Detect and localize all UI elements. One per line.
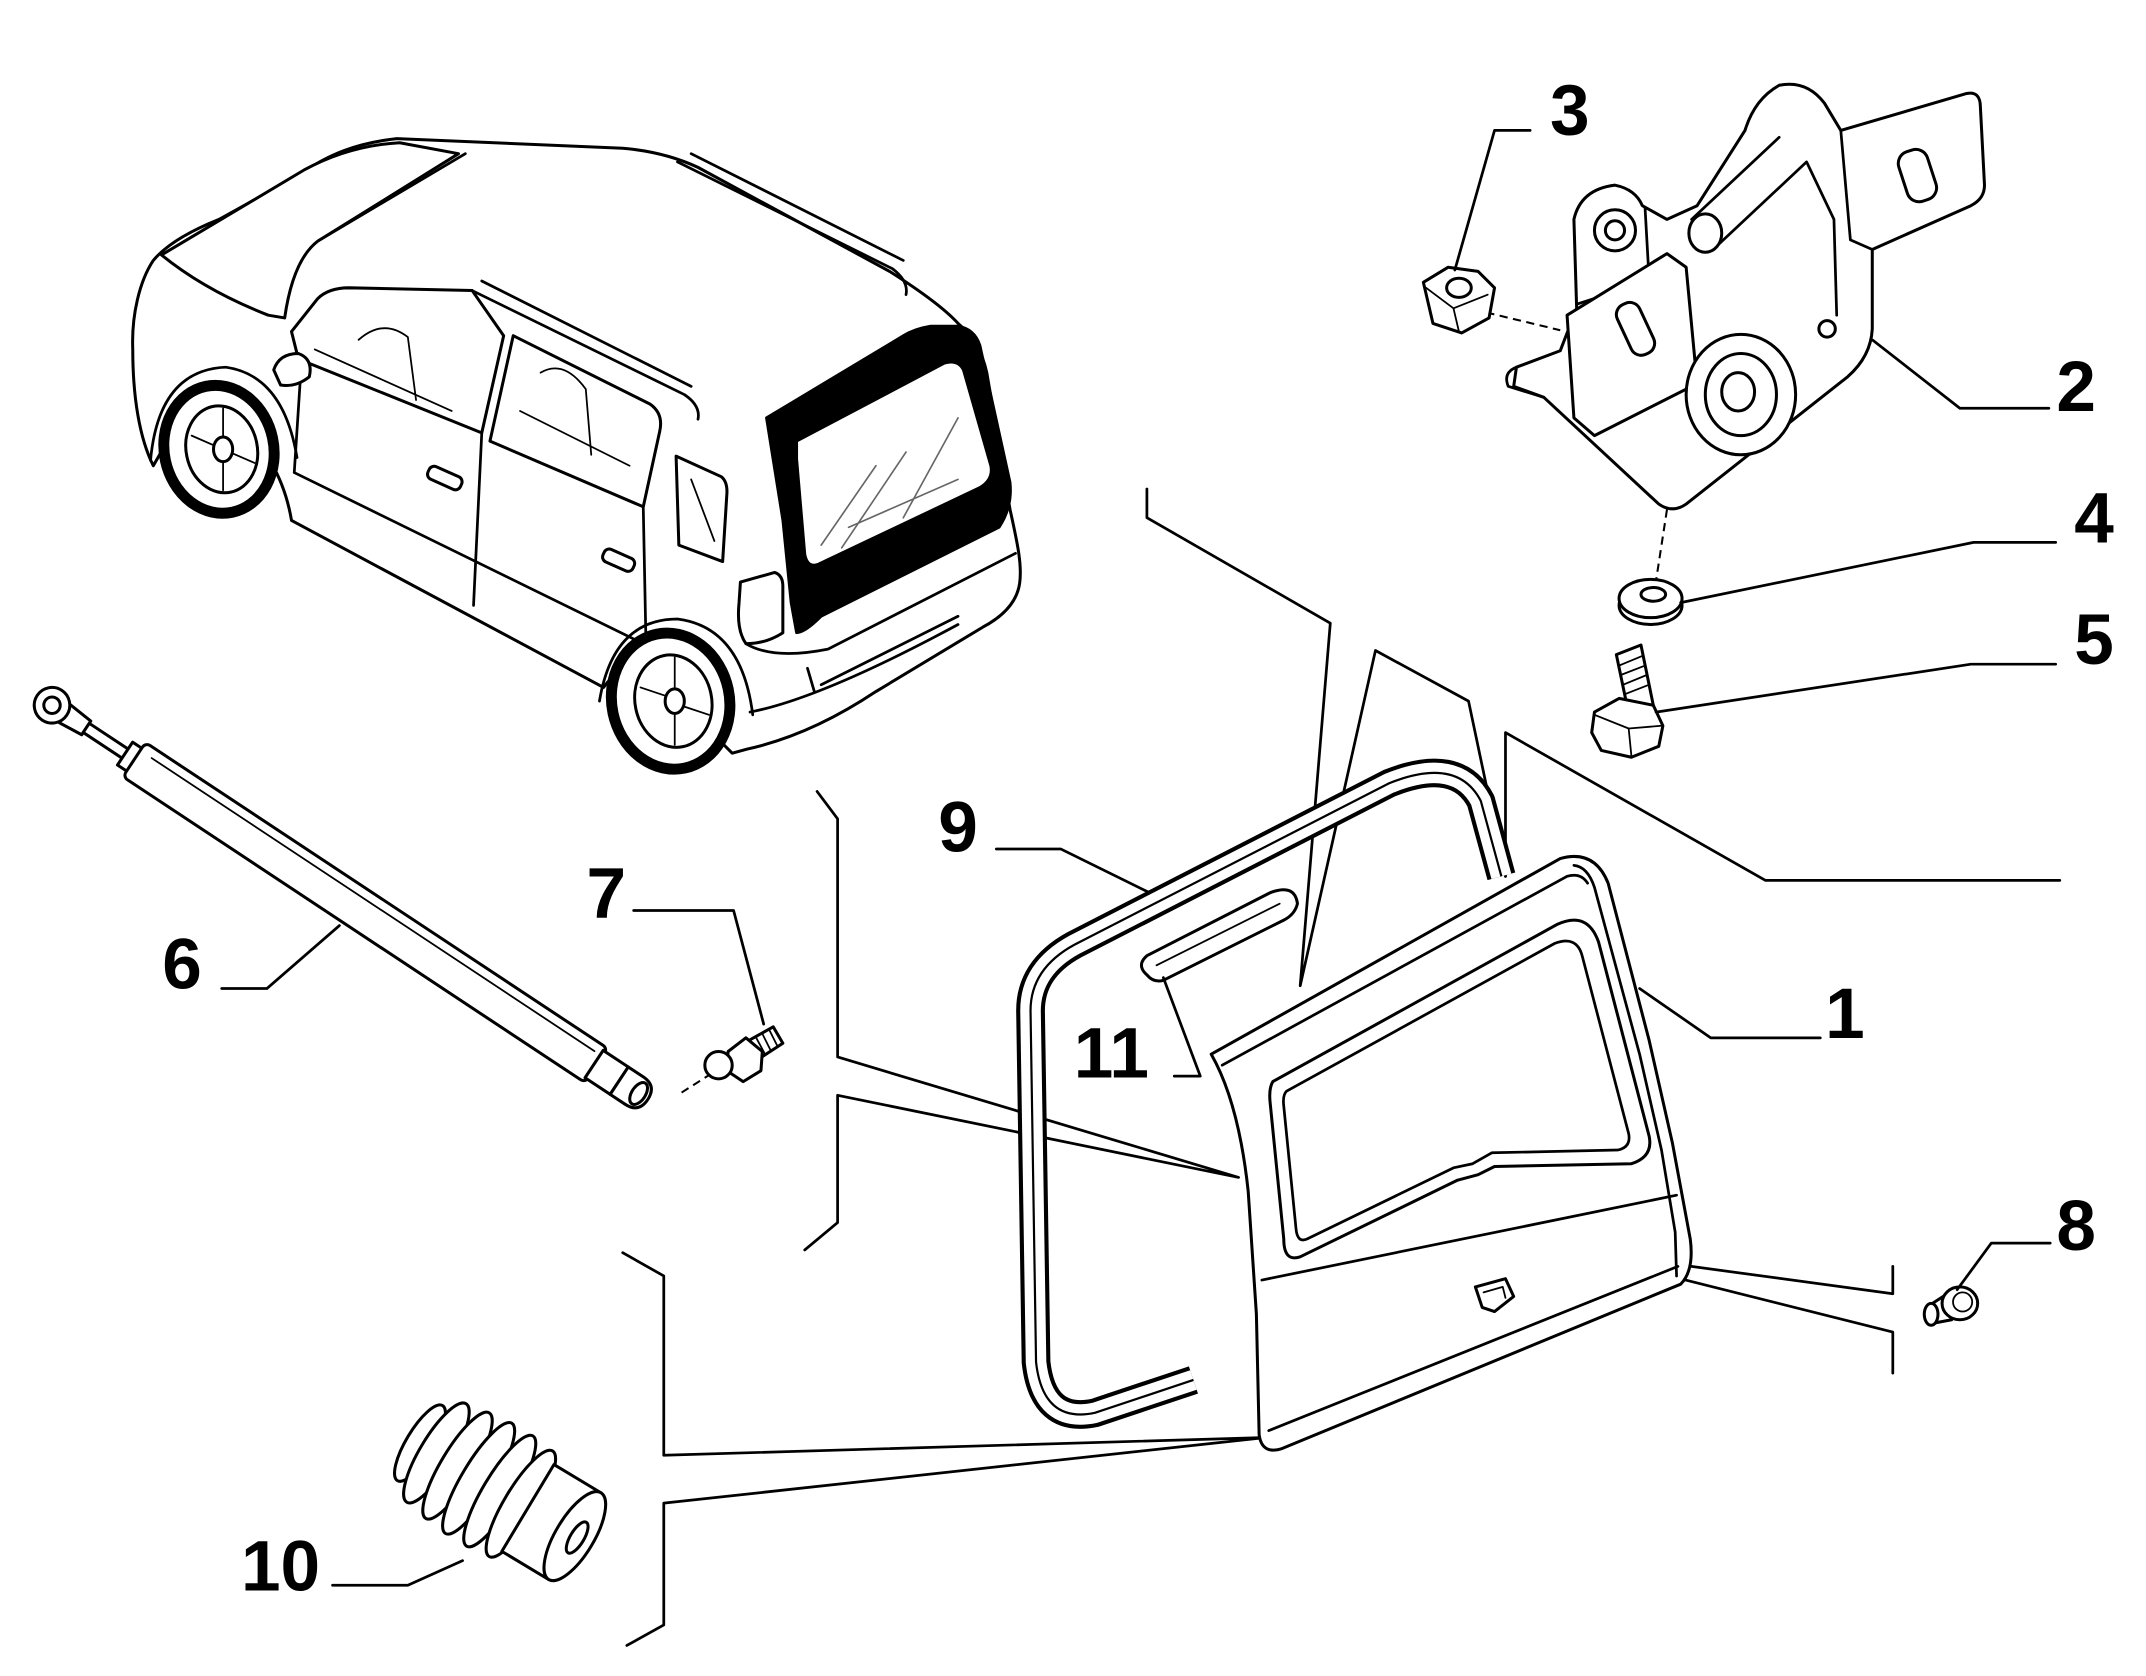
- bumper-stop-end: [1922, 1301, 1940, 1327]
- wheel-arches: [149, 365, 755, 717]
- front-door-handle: [426, 464, 464, 492]
- callout-label-5: 5: [2074, 601, 2114, 680]
- vehicle-roof-rails: [316, 152, 908, 421]
- strut-cylinder-highlight: [150, 757, 596, 1053]
- vehicle-rear-side-window: [488, 334, 663, 509]
- bolt-head-edges: [1593, 713, 1663, 757]
- assembly-line-rubber-boot: [621, 1251, 1268, 1647]
- vehicle-rear-glass: [795, 360, 993, 567]
- callout-label-8: 8: [2056, 1187, 2096, 1266]
- tailgate-badge: [1473, 1277, 1516, 1314]
- callout-label-9: 9: [938, 789, 978, 868]
- strut-ball-socket: [628, 1081, 650, 1106]
- assembly-line-strut-mount: [803, 790, 1240, 1252]
- tailgate-panel-creases: [1260, 1193, 1680, 1432]
- tailgate-hinge: [1505, 82, 1987, 511]
- vehicle-rear-view: [131, 137, 1022, 775]
- rear-wheel: [605, 627, 736, 775]
- leader-line-11: [1161, 976, 1202, 1078]
- vehicle-side-mirror: [272, 352, 312, 388]
- hinge-rear-slot: [1896, 147, 1939, 204]
- vehicle-taillight: [736, 570, 785, 646]
- leader-line-1: [1638, 987, 1822, 1040]
- rear-wheel-spokes: [639, 656, 710, 746]
- leader-line-5: [1654, 662, 2058, 714]
- hinge-small-hole: [1817, 319, 1837, 339]
- seal-centre-line: [1029, 771, 1503, 1416]
- front-wheel-spokes: [190, 407, 256, 492]
- weatherstrip-seal: [1016, 758, 1516, 1429]
- callout-label-6: 6: [162, 926, 202, 1005]
- callout-label-10: 10: [241, 1528, 320, 1607]
- ball-stud-ball: [703, 1049, 734, 1081]
- callout-label-2: 2: [2056, 348, 2096, 427]
- hinge-pivot-hole-inner: [1603, 219, 1627, 242]
- rear-door-handle: [601, 547, 637, 573]
- callout-label-11: 11: [1074, 1015, 1149, 1094]
- tailgate-trim-strip: [1139, 888, 1299, 983]
- bumper-stop-face: [1952, 1291, 1974, 1313]
- vehicle-front-side-window: [290, 286, 506, 435]
- washer: [1617, 577, 1684, 627]
- washer-hole: [1639, 586, 1668, 603]
- rear-hub: [663, 687, 686, 715]
- leader-line-3: [1453, 129, 1532, 272]
- front-hub: [211, 435, 235, 464]
- hinge-front-slot: [1614, 300, 1657, 357]
- tailgate-edge-lines: [1220, 864, 1678, 1278]
- leader-line-10: [331, 1559, 464, 1587]
- leader-line-7: [632, 909, 766, 1026]
- nut-body: [1421, 265, 1497, 335]
- callout-label-4: 4: [2074, 479, 2114, 558]
- leader-line-8: [1955, 1241, 2052, 1292]
- dashed-line-hinge-to-washer: [1655, 509, 1668, 581]
- tailgate-badge-detail: [1482, 1286, 1507, 1299]
- callout-label-1: 1: [1825, 975, 1865, 1054]
- bumper-stop: [1922, 1285, 1980, 1327]
- nut-edges: [1425, 286, 1489, 333]
- hex-bolt: [1590, 643, 1665, 759]
- strut-eye-hole: [42, 695, 62, 715]
- dashed-line-nut-to-hinge: [1486, 311, 1561, 332]
- leader-lines: [220, 129, 2058, 1587]
- leader-line-2: [1870, 338, 2051, 410]
- boot-front-hole: [564, 1520, 590, 1555]
- bolt-thread-lines: [1618, 655, 1651, 696]
- ball-stud: [703, 1025, 785, 1084]
- leader-line-6: [220, 924, 341, 990]
- hinge-pin-head: [1687, 212, 1724, 254]
- gas-strut: [32, 685, 653, 1110]
- strut-cylinder: [123, 743, 608, 1083]
- door-handle-icon: [426, 464, 637, 573]
- assembly-line-hinge-position: [1145, 487, 1507, 988]
- tailgate-door: [1209, 854, 1693, 1452]
- tailgate-window-opening: [1268, 918, 1652, 1260]
- callout-label-7: 7: [587, 854, 627, 933]
- vehicle-interior-lines: [313, 327, 716, 542]
- rubber-boot: [393, 1401, 608, 1583]
- vehicle-windshield: [159, 141, 460, 320]
- nut-hole: [1445, 276, 1473, 299]
- tailgate-glass-edge: [1282, 939, 1631, 1242]
- callout-label-3: 3: [1550, 72, 1590, 151]
- hinge-plate-edges: [1505, 129, 1874, 399]
- dashed-line-strut-to-stud: [681, 1072, 713, 1094]
- leader-line-4: [1679, 541, 2058, 604]
- vehicle-door-lines: [292, 365, 648, 646]
- hinge-bushing-inner: [1720, 371, 1757, 413]
- hex-nut: [1421, 265, 1497, 335]
- trim-strip-body: [1139, 888, 1299, 983]
- rear-glass-reflection-lines: [820, 417, 959, 549]
- assembly-line-hinge-group: [1504, 731, 2062, 882]
- trim-strip-edge: [1155, 902, 1281, 967]
- leader-line-9: [994, 847, 1152, 895]
- callout-labels: 1 2 3 4 5 6 7 8 9 10 11: [162, 72, 2114, 1607]
- front-wheel: [158, 379, 280, 519]
- vehicle-rear-bumper: [744, 551, 1017, 714]
